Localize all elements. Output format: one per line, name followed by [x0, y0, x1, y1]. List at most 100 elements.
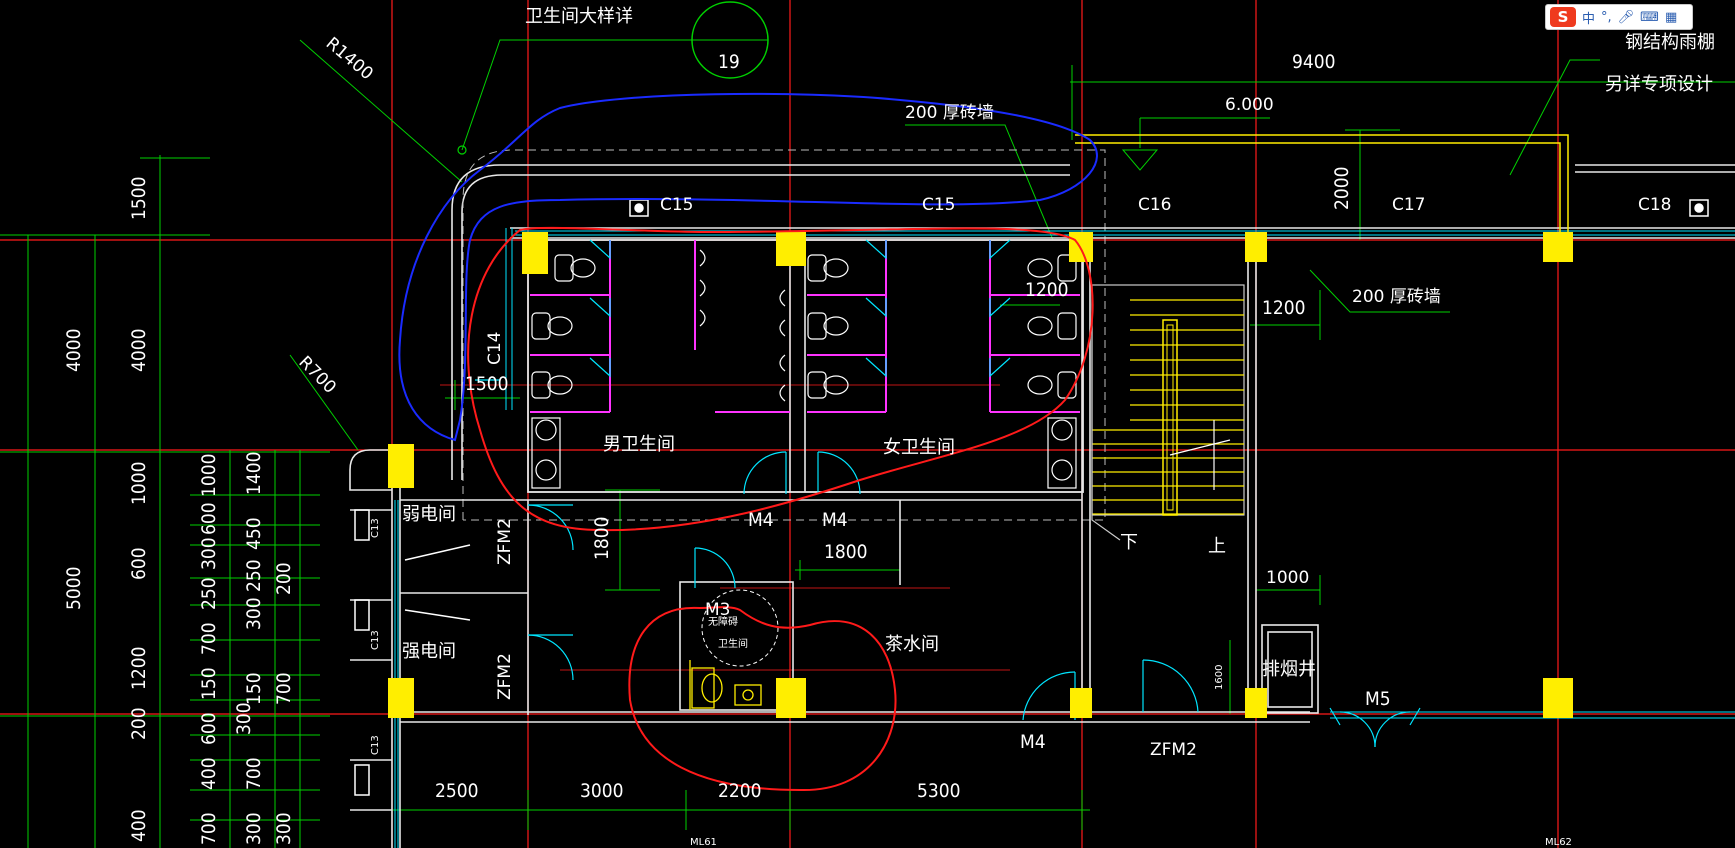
columns [388, 232, 1573, 718]
dim-1200-right: 1200 [1262, 297, 1306, 319]
sogou-logo-icon[interactable]: S [1550, 7, 1576, 27]
dim-9400: 9400 [1292, 51, 1336, 73]
left-dim-col4-3: 300 [243, 597, 265, 630]
left-dim-col4-7: 700 [243, 757, 265, 790]
left-dim-col4-1: 450 [243, 517, 265, 550]
left-dim-col2-5: 200 [128, 707, 150, 740]
window-c13-a: C13 [370, 518, 381, 538]
dim-1600: 1600 [1214, 665, 1225, 690]
steel-canopy-label: 钢结构雨棚 [1625, 32, 1715, 53]
smoke-shaft-label: 排烟井 [1262, 659, 1316, 680]
left-dim-col3-9: 300 [233, 702, 255, 735]
text-labels: 卫生间大样详 19 R1400 R700 200 厚砖墙 200 厚砖墙 940… [294, 6, 1715, 848]
left-dim-col2-4: 1200 [128, 647, 150, 691]
left-dim-col4-5: 200 [273, 562, 295, 595]
blue-markup-outline [398, 92, 1098, 442]
door-zfm2-b: ZFM2 [495, 653, 515, 700]
door-m4-a: M4 [748, 509, 774, 531]
left-dim-col4-4: 700 [273, 672, 295, 705]
left-dimensions: 4000 5000 1500 4000 1000 600 1200 200 40… [63, 177, 295, 846]
left-dim-col3-5: 600 [198, 712, 220, 745]
ime-punctuation-toggle[interactable]: °, [1601, 9, 1612, 25]
window-c15-a: C15 [660, 195, 694, 215]
left-dim-col3-2: 250 [198, 577, 220, 610]
accessible-fixtures [689, 660, 762, 710]
title-toilet-detail: 卫生间大样详 [525, 6, 633, 27]
left-dim-col1-1: 5000 [63, 567, 85, 611]
mens-toilet-label: 男卫生间 [603, 434, 675, 455]
left-dim-col3-8: 150 [198, 667, 220, 700]
bottom-dimensions: 2500 3000 2200 5300 [435, 780, 961, 802]
left-dim-col3-1: 600 [198, 502, 220, 535]
left-dim-col3-6: 400 [198, 757, 220, 790]
doors [475, 239, 1421, 748]
radius-700: R700 [294, 352, 339, 397]
left-dim-col4-0: 1400 [243, 452, 265, 496]
left-dim-col4-2: 250 [243, 559, 265, 592]
left-dim-col2-1: 4000 [128, 329, 150, 373]
mic-icon[interactable]: 🎤︎ [1617, 9, 1635, 25]
keyboard-icon[interactable]: ⌨ [1640, 9, 1659, 25]
bottom-dim-0: 2500 [435, 780, 479, 802]
dim-1200-wc: 1200 [1025, 279, 1069, 301]
dim-1800-vertical: 1800 [591, 517, 613, 561]
level-6000: 6.000 [1225, 95, 1274, 115]
left-dim-col1-0: 4000 [63, 329, 85, 373]
left-dim-col2-3: 600 [128, 547, 150, 580]
special-design-label: 另详专项设计 [1605, 74, 1713, 95]
left-dim-col3-7: 700 [198, 812, 220, 845]
door-zfm2-c: ZFM2 [1150, 740, 1197, 760]
stairs [1091, 284, 1245, 541]
tea-room-label: 茶水间 [885, 634, 939, 655]
left-dim-col2-2: 1000 [128, 462, 150, 506]
window-c17: C17 [1392, 195, 1426, 215]
red-markup-toilets [467, 226, 1094, 532]
dim-1500-wall: 1500 [465, 373, 509, 395]
left-dim-col2-0: 1500 [128, 177, 150, 221]
toilet-partitions [530, 240, 1080, 413]
window-c13-c: C13 [370, 735, 381, 755]
door-m4-c: M4 [1020, 731, 1046, 753]
bottom-dim-2: 2200 [718, 780, 762, 802]
marker-ml-b: ML62 [1545, 837, 1572, 848]
radius-1400: R1400 [322, 34, 377, 85]
stair-up: 上 [1208, 536, 1226, 557]
detail-number: 19 [718, 51, 740, 73]
red-markup-accessible [628, 606, 897, 792]
left-dim-col3-3: 300 [198, 537, 220, 570]
fixtures [531, 249, 1077, 489]
left-dim-col2-6: 400 [128, 809, 150, 842]
left-dim-col3-4: 700 [198, 622, 220, 655]
womens-toilet-label: 女卫生间 [883, 437, 955, 458]
window-c13-b: C13 [370, 630, 381, 650]
left-dim-col3-0: 1000 [198, 454, 220, 498]
dimension-lines [0, 39, 1735, 848]
door-m4-b: M4 [822, 509, 848, 531]
dim-1000: 1000 [1266, 568, 1309, 588]
left-dim-col4-8: 300 [243, 812, 265, 845]
weak-current-room: 弱电间 [402, 504, 456, 525]
window-c15-b: C15 [922, 195, 956, 215]
wall-200-top: 200 厚砖墙 [905, 103, 994, 123]
wall-200-right: 200 厚砖墙 [1352, 287, 1441, 307]
door-m5: M5 [1365, 688, 1391, 710]
grid-icon[interactable]: ▦ [1664, 9, 1678, 25]
window-c18: C18 [1638, 195, 1672, 215]
bottom-dim-1: 3000 [580, 780, 624, 802]
left-dim-col4-6: 150 [243, 672, 265, 705]
door-zfm2-a: ZFM2 [495, 518, 515, 565]
window-c16: C16 [1138, 195, 1172, 215]
accessible-label-1: 无障碍 [708, 615, 738, 628]
window-c14: C14 [485, 331, 505, 365]
steel-canopy-outline [1075, 134, 1569, 232]
ime-toolbar[interactable]: S 中 °, 🎤︎ ⌨ ▦ [1545, 4, 1693, 30]
accessible-label-2: 卫生间 [718, 637, 748, 650]
dim-2000: 2000 [1331, 167, 1353, 211]
bottom-dim-3: 5300 [917, 780, 961, 802]
stair-down: 下 [1120, 532, 1138, 553]
left-dim-col4-9: 300 [273, 812, 295, 845]
ime-language-toggle[interactable]: 中 [1582, 11, 1596, 27]
strong-current-room: 强电间 [402, 641, 456, 662]
